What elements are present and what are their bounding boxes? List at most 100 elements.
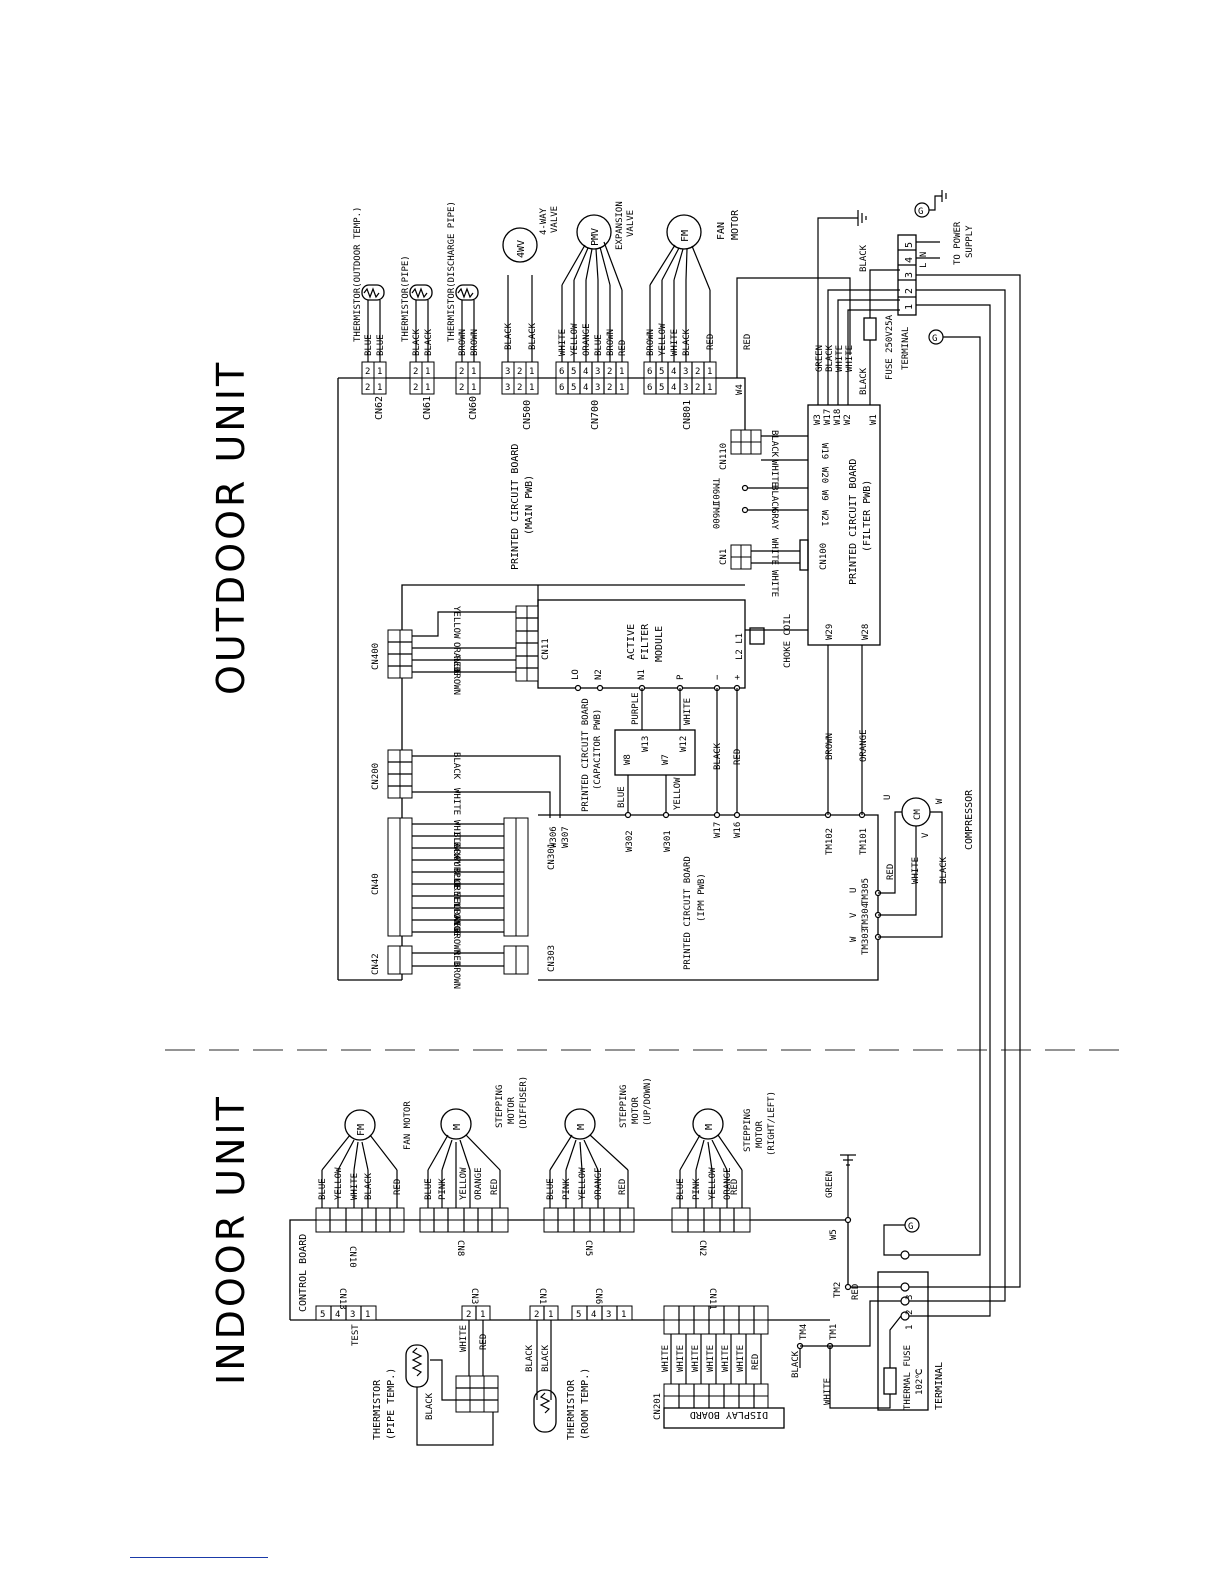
d-red: RED (751, 1354, 761, 1370)
pmv-symbol: PMV (590, 228, 601, 246)
tm601-tm600: TM601 TM600 BLACK GRAY (710, 478, 808, 530)
cn110-connector: CN110 BLACK WHITE (719, 429, 808, 487)
sm2-a: STEPPING (619, 1085, 629, 1128)
cn5-yellow: YELLOW (578, 1167, 588, 1200)
cap-red: RED (733, 749, 743, 765)
svg-text:1: 1 (621, 1310, 626, 1320)
w16-label: W16 (733, 822, 743, 838)
indoor-tm-wires: TM2 RED TM4 TM1 BLACK WHITE (791, 1282, 902, 1409)
fw-green: GREEN (815, 345, 825, 372)
cn40-brown: BROWN (451, 928, 461, 955)
svg-text:4: 4 (904, 257, 915, 263)
cn400-yellow: YELLOW (451, 606, 461, 639)
wire-black-2: BLACK (424, 328, 434, 356)
fw-black-2: BLACK (859, 367, 869, 395)
svg-text:4: 4 (671, 383, 676, 393)
main-pwb-label-b: (MAIN PWB) (524, 475, 535, 535)
svg-text:4: 4 (335, 1310, 340, 1320)
w20-label: W20 (819, 467, 829, 483)
wire-pmv-white: WHITE (558, 329, 568, 356)
cn40-green: GREEN (451, 880, 461, 907)
sm1-b: MOTOR (507, 1096, 517, 1124)
thermal-fuse-a: THERMAL FUSE (903, 1345, 913, 1410)
svg-text:3: 3 (505, 383, 510, 393)
in-terminal-label: TERMINAL (934, 1362, 945, 1410)
interconnect-wires (905, 274, 1021, 1317)
cn100-connector (799, 539, 809, 571)
svg-text:1: 1 (377, 367, 382, 377)
cap-w12: W12 (679, 736, 689, 752)
cm-v: V (921, 832, 931, 838)
in-fm-red: RED (393, 1179, 403, 1195)
compressor: CM U V W COMPRESSOR RED WHITE BLACK (878, 789, 975, 938)
w29-label: W29 (825, 624, 835, 640)
display-board-label: DISPLAY BOARD (690, 1409, 768, 1420)
indoor-terminal: 3 2 1 TERMINAL THERMAL FUSE 102℃ G (877, 1217, 945, 1411)
tm601-black: BLACK (769, 485, 779, 513)
w21-label: W21 (819, 510, 829, 526)
cn62-label: CN62 (374, 396, 385, 420)
cn8-pink: PINK (438, 1178, 448, 1200)
sm2-c: (UP/DOWN) (643, 1077, 653, 1126)
w9-label: W9 (819, 490, 829, 501)
main-pwb-label-a: PRINTED CIRCUIT BOARD (510, 444, 521, 570)
w302-label: W302 (625, 830, 635, 852)
w5-green: GREEN (825, 1171, 835, 1198)
cn1-out-label: CN1 (719, 549, 729, 565)
cn1-white-2: WHITE (769, 570, 779, 597)
indoor-unit-title: INDOOR UNIT (209, 1094, 253, 1385)
n1-label: N1 (637, 669, 647, 680)
capacitor-pwb (614, 729, 696, 776)
wire-fm-red: RED (706, 334, 716, 350)
w5-ground: W5 GREEN (825, 1154, 856, 1240)
svg-text:1: 1 (548, 1310, 553, 1320)
in-fm-symbol: FM (356, 1124, 367, 1136)
svg-text:2: 2 (466, 1310, 471, 1320)
outdoor-wire-labels: BLUE BLUE BLACK BLACK BROWN BROWN BLACK … (364, 322, 753, 356)
cn200-black: BLACK (451, 752, 461, 780)
cn8-connector: CN8 (419, 1207, 509, 1256)
indoor-fan-motor: FM FAN MOTOR (344, 1101, 413, 1150)
svg-text:5: 5 (571, 383, 576, 393)
brown-label: BROWN (825, 733, 835, 760)
d-white-1: WHITE (661, 1345, 671, 1372)
sm2-symbol: M (576, 1124, 587, 1130)
cn1-black-2: BLACK (541, 1344, 551, 1372)
fuse-label: FUSE 250V25A (885, 314, 895, 380)
fw-black-3: BLACK (859, 244, 869, 272)
w28-label: W28 (861, 624, 871, 640)
cap-pwb-label-a: PRINTED CIRCUIT BOARD (581, 698, 591, 812)
svg-text:1: 1 (707, 367, 712, 377)
cn40-white: WHITE (451, 820, 461, 847)
cn700-label: CN700 (590, 400, 601, 430)
d-white-2: WHITE (676, 1345, 686, 1372)
cn1-outdoor-connector: CN1 CN100 WHITE WHITE (719, 538, 829, 597)
cn200-connector: CN200 BLACK WHITE (371, 749, 561, 818)
cap-w13: W13 (641, 736, 651, 752)
svg-text:1: 1 (529, 383, 534, 393)
svg-text:2: 2 (695, 367, 700, 377)
sm1-c: (DIFFUSER) (519, 1076, 529, 1130)
afm-label-b: FILTER (640, 623, 651, 660)
fw-white-1: WHITE (835, 345, 845, 372)
cn40-wire-labels: WHITE BLACK GRAY PURPLE BLUE GREEN YELLO… (451, 820, 461, 955)
svg-text:2: 2 (517, 383, 522, 393)
cn8-orange: ORANGE (474, 1167, 484, 1200)
tm4-black: BLACK (791, 1350, 801, 1378)
svg-text:6: 6 (559, 383, 564, 393)
wire-w4-red: RED (743, 334, 753, 350)
svg-text:2: 2 (459, 383, 464, 393)
cn5-orange: ORANGE (594, 1167, 604, 1200)
tm303-w: W (849, 936, 859, 942)
in-fm-white: WHITE (350, 1173, 360, 1200)
cn6-label: CN6 (593, 1288, 603, 1304)
svg-text:5: 5 (904, 242, 915, 248)
in-fm-blue: BLUE (318, 1178, 328, 1200)
g-indoor-label: G (908, 1222, 913, 1232)
tm601-label: TM601 (710, 478, 720, 505)
svg-text:2: 2 (413, 367, 418, 377)
cn13-label: CN13 (337, 1288, 347, 1310)
svg-text:3: 3 (606, 1310, 611, 1320)
